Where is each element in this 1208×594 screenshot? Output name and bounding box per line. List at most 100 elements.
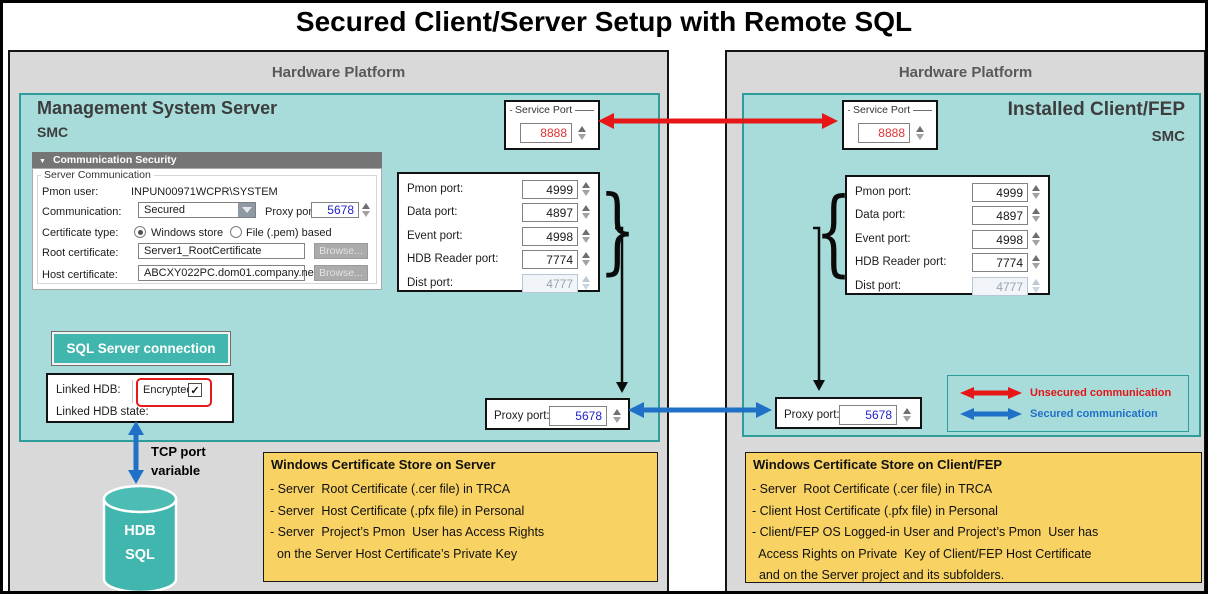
pmon-port-input[interactable]: 4999 [972, 183, 1028, 202]
linked-hdb-label: Linked HDB: [56, 384, 121, 396]
left-hardware-platform: Hardware Platform Management System Serv… [8, 50, 669, 591]
communication-label: Communication: [42, 206, 122, 218]
legend-secured-row: Secured communication [960, 407, 1158, 421]
linked-hdb-state-label: Linked HDB state: [56, 406, 149, 418]
windows-store-radio-label: Windows store [151, 227, 224, 239]
dist-port-input: 4777 [522, 274, 578, 293]
root-certificate-browse-button[interactable]: Browse... [314, 243, 368, 259]
proxy-port-input[interactable]: 5678 [549, 406, 607, 426]
legend-unsecured-label: Unsecured communication [1030, 387, 1172, 399]
hdb-reader-port-input[interactable]: 7774 [972, 253, 1028, 272]
right-platform-title: Hardware Platform [898, 64, 1033, 81]
server-communication-groupbox [37, 175, 377, 284]
dist-port-spinner [580, 274, 591, 292]
file-pem-radio-label: File (.pem) based [246, 227, 332, 239]
client-cert-note-title: Windows Certificate Store on Client/FEP [753, 457, 1003, 472]
legend-box: Unsecured communication Secured communic… [947, 375, 1189, 432]
event-port-input[interactable]: 4998 [522, 227, 578, 246]
proxy-port-spinner[interactable] [611, 407, 622, 425]
proxy-port-box-right: Proxy port: 5678 [775, 397, 922, 429]
pmon-user-value: INPUN00971WCPR\SYSTEM [131, 186, 278, 198]
right-hardware-platform: Hardware Platform Installed Client/FEP S… [725, 50, 1205, 591]
port-row: Event port: 4998 [847, 230, 1048, 249]
tcp-port-note-line1: TCP port [151, 444, 206, 459]
data-port-input[interactable]: 4897 [522, 203, 578, 222]
comm-proxy-port-label: Proxy port: [265, 206, 319, 218]
comm-proxy-port-spinner[interactable] [360, 201, 371, 219]
proxy-port-spinner[interactable] [901, 406, 912, 424]
secured-arrow-icon [960, 408, 1022, 420]
hdb-reader-port-spinner[interactable] [580, 250, 591, 268]
encrypted-checkbox[interactable] [188, 383, 202, 397]
server-cert-note-title: Windows Certificate Store on Server [271, 457, 496, 472]
installed-client-heading: Installed Client/FEP [1007, 99, 1185, 120]
legend-secured-label: Secured communication [1030, 408, 1158, 420]
proxy-port-label: Proxy port: [784, 409, 840, 421]
dist-port-input: 4777 [972, 277, 1028, 296]
pmon-port-spinner[interactable] [1030, 183, 1041, 201]
proxy-port-label: Proxy port: [494, 410, 550, 422]
hdb-sql-database: HDB SQL [100, 483, 180, 591]
ports-box-left: Pmon port: 4999 Data port: 4897 Event po… [397, 172, 600, 293]
port-row: HDB Reader port: 7774 [399, 250, 598, 269]
db-label-line1: HDB [124, 523, 156, 539]
linked-hdb-box: Linked HDB: Encrypted: Linked HDB state: [46, 373, 234, 423]
windows-store-radio[interactable] [134, 226, 146, 238]
event-port-input[interactable]: 4998 [972, 230, 1028, 249]
service-port-label: Service Port [512, 104, 576, 116]
service-port-box-left: Service Port 8888 [504, 100, 600, 150]
service-port-input[interactable]: 8888 [858, 123, 910, 143]
root-certificate-input[interactable]: Server1_RootCertificate [138, 243, 305, 259]
communication-security-panel: Communication Security Server Communicat… [32, 152, 382, 290]
database-cylinder-icon [102, 484, 178, 591]
port-row: Pmon port: 4999 [847, 183, 1048, 202]
client-cert-note: Windows Certificate Store on Client/FEP … [745, 452, 1202, 583]
file-pem-radio[interactable] [230, 226, 242, 238]
server-communication-label: Server Communication [41, 169, 154, 181]
proxy-port-input[interactable]: 5678 [839, 405, 897, 425]
unsecured-arrow-icon [960, 387, 1022, 399]
client-cert-note-lines: - Server Root Certificate (.cer file) in… [752, 482, 1099, 582]
pmon-port-input[interactable]: 4999 [522, 180, 578, 199]
port-row: Dist port: 4777 [847, 277, 1048, 296]
encrypted-highlight-ring [136, 378, 212, 407]
server-cert-note: Windows Certificate Store on Server - Se… [263, 452, 658, 582]
event-port-spinner[interactable] [1030, 230, 1041, 248]
host-certificate-label: Host certificate: [42, 269, 118, 281]
service-port-input[interactable]: 8888 [520, 123, 572, 143]
data-port-input[interactable]: 4897 [972, 206, 1028, 225]
service-port-spinner[interactable] [576, 124, 587, 142]
port-row: Data port: 4897 [399, 203, 598, 222]
port-row: Pmon port: 4999 [399, 180, 598, 199]
chevron-down-icon[interactable] [238, 203, 255, 217]
communication-dropdown[interactable]: Secured [138, 202, 256, 218]
management-server-heading: Management System Server [37, 98, 278, 118]
pmon-user-label: Pmon user: [42, 186, 99, 198]
page-title: Secured Client/Server Setup with Remote … [295, 6, 913, 37]
comm-proxy-port-input[interactable]: 5678 [311, 202, 359, 218]
installed-client-subheading: SMC [1151, 128, 1185, 145]
dist-port-spinner [1030, 277, 1041, 295]
data-port-spinner[interactable] [1030, 206, 1041, 224]
event-port-spinner[interactable] [580, 227, 591, 245]
data-port-spinner[interactable] [580, 203, 591, 221]
management-server-subheading: SMC [37, 124, 69, 140]
divider [132, 380, 133, 403]
pmon-port-spinner[interactable] [580, 180, 591, 198]
service-port-label: Service Port [850, 104, 914, 116]
service-port-spinner[interactable] [914, 124, 925, 142]
hdb-reader-port-spinner[interactable] [1030, 253, 1041, 271]
port-row: Event port: 4998 [399, 227, 598, 246]
host-certificate-browse-button[interactable]: Browse... [314, 265, 368, 281]
host-certificate-input[interactable]: ABCXY022PC.dom01.company.net [138, 265, 317, 281]
sql-server-connection-button[interactable]: SQL Server connection [51, 331, 231, 366]
db-label-line2: SQL [125, 547, 155, 563]
legend-unsecured-row: Unsecured communication [960, 386, 1171, 400]
communication-dropdown-value: Secured [144, 204, 185, 216]
communication-security-header[interactable]: Communication Security [32, 152, 382, 168]
installed-client-panel: Installed Client/FEP SMC Service Port 88… [742, 93, 1201, 437]
hdb-reader-port-input[interactable]: 7774 [522, 250, 578, 269]
left-platform-title: Hardware Platform [271, 64, 406, 81]
communication-security-body: Server Communication Pmon user: INPUN009… [32, 168, 382, 290]
